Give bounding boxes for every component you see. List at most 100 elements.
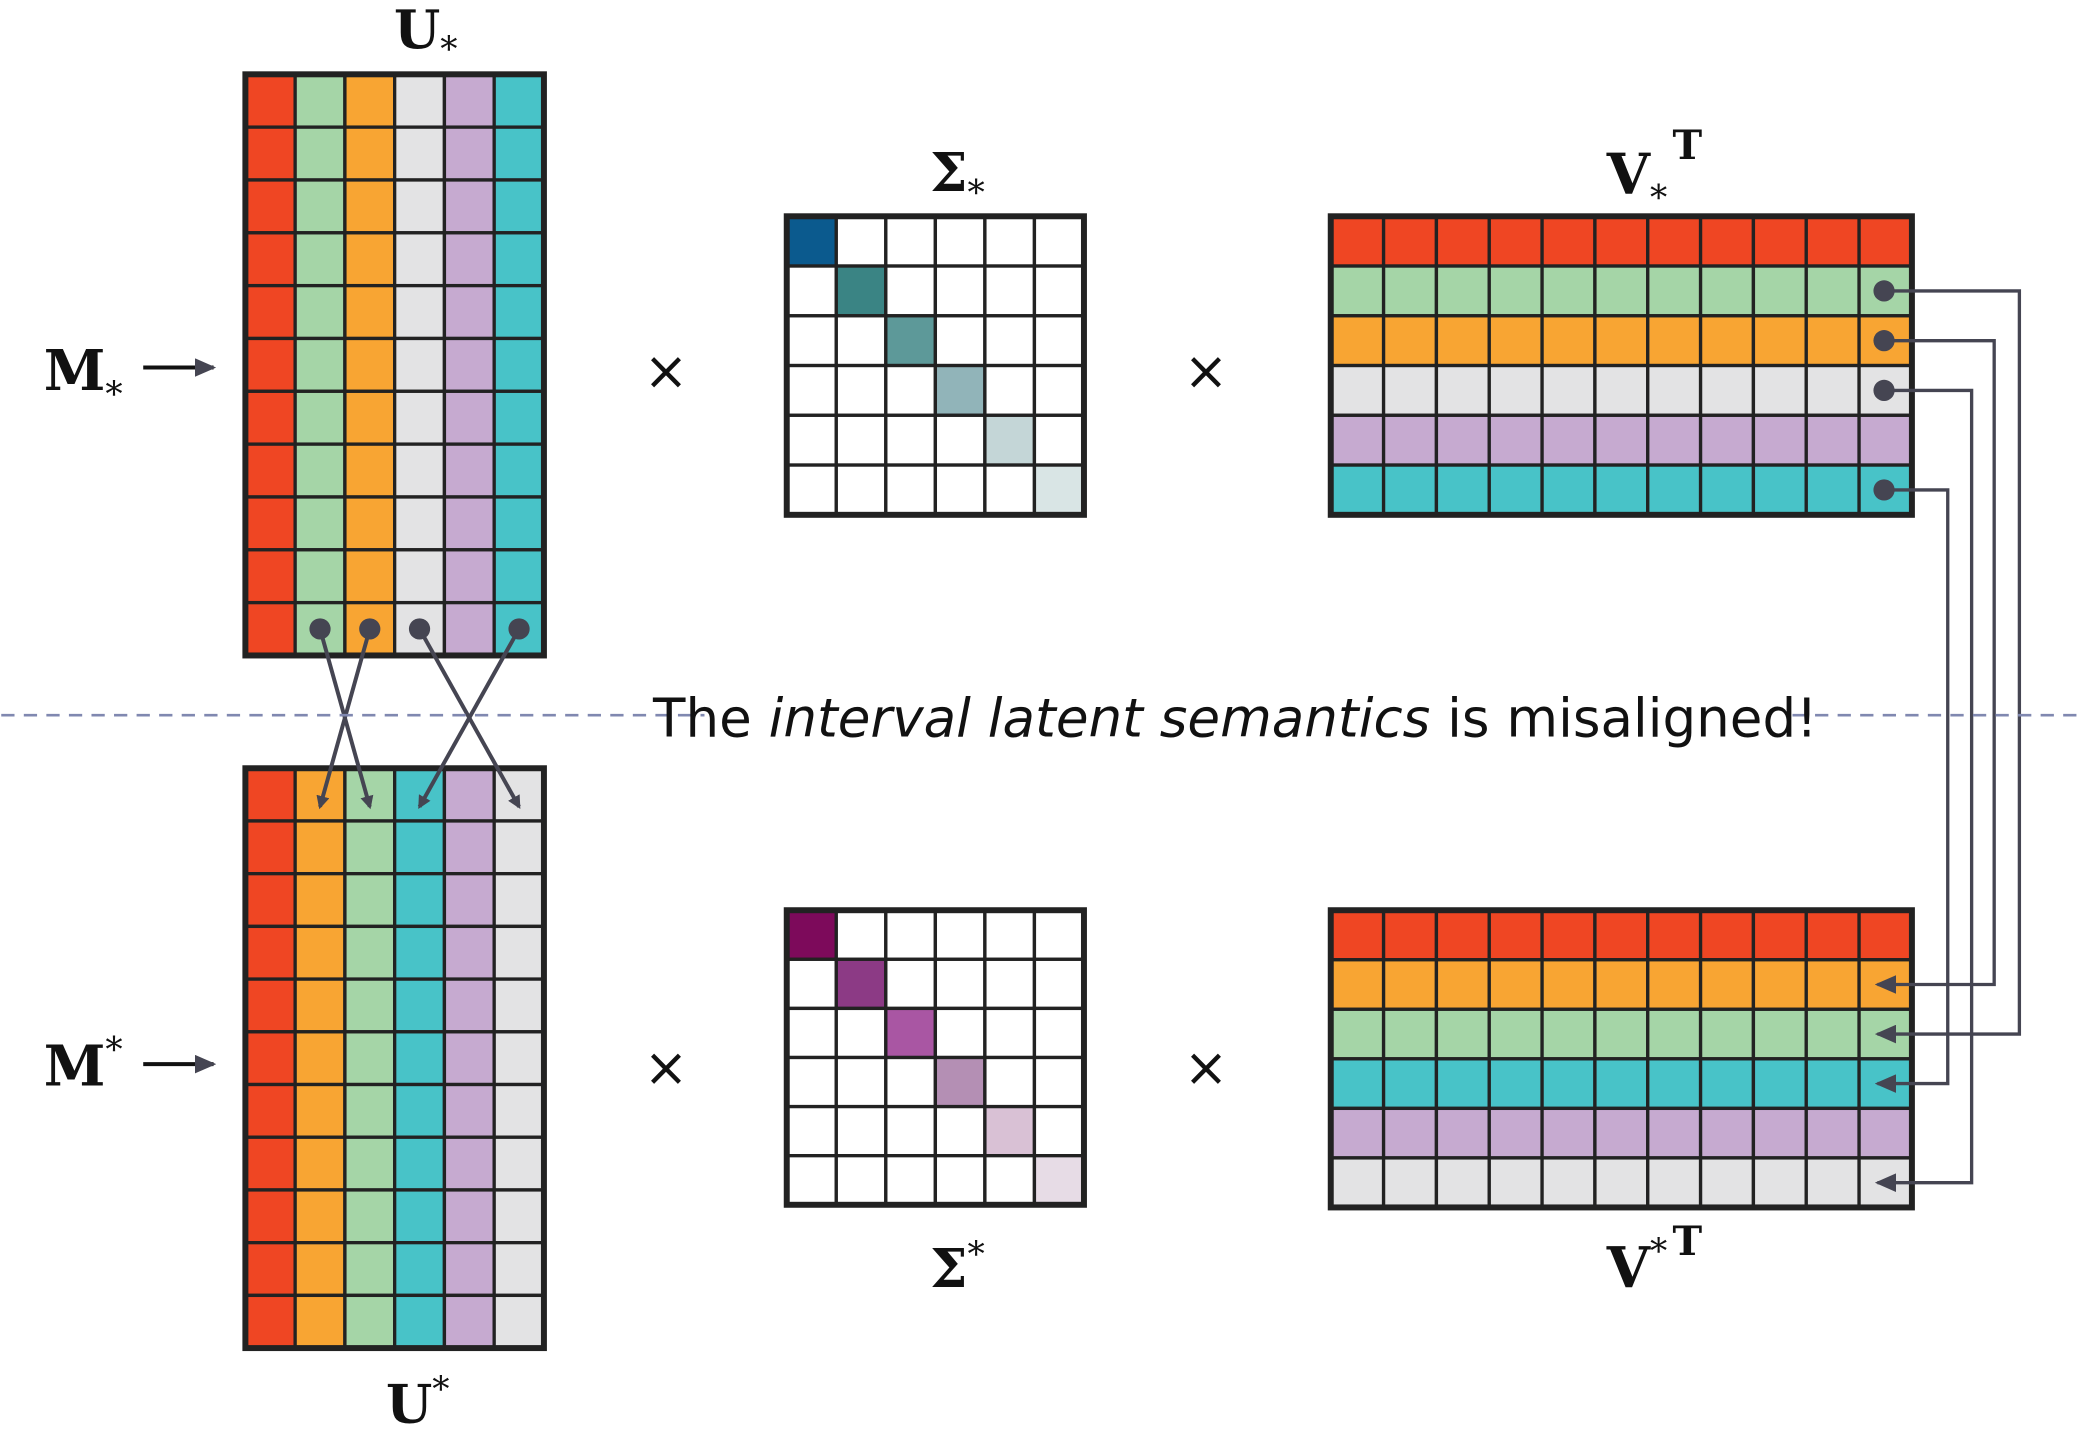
matrix-cell [492,819,546,876]
u-star-sub-label: U* [394,0,458,70]
matrix-cell [492,1082,546,1139]
matrix-cell [492,1030,546,1087]
matrix-cell [492,924,546,981]
matrix-cell [293,72,347,129]
matrix-cell [293,1135,347,1192]
matrix-cell [1434,1156,1491,1210]
matrix-cell [785,1154,838,1207]
matrix-cell [1698,363,1756,417]
matrix-cell [1032,264,1086,318]
matrix-cell [785,957,838,1011]
connector-dot-orange [359,618,381,640]
v-star-sub-transpose-label: V*T [1606,123,1703,218]
matrix-cell [785,1104,838,1158]
matrix-cell [343,1135,397,1192]
matrix-cell [933,264,987,318]
matrix-cell [785,463,838,517]
matrix-border [1327,907,1915,1211]
matrix-cell [933,1154,987,1207]
realign-route-teal [1874,488,1950,1093]
matrix-cell [442,125,496,182]
matrix-cell [1329,363,1386,417]
matrix-cell [884,314,938,368]
matrix-cell [1804,958,1861,1011]
matrix-cell [1329,1156,1386,1210]
matrix-cell [1381,958,1439,1011]
matrix-cell [933,908,987,961]
matrix-cell [243,495,297,552]
matrix-cell [442,389,496,446]
matrix-cell [492,72,546,129]
matrix-cell [1329,1007,1386,1061]
matrix-cell [492,872,546,929]
matrix-cell [243,442,297,499]
matrix-u-star-sub [242,71,547,659]
matrix-cell [1329,1057,1386,1111]
times-operator: × [644,340,688,402]
matrix-cell [293,1030,347,1087]
matrix-cell [1593,214,1650,268]
matrix-cell [343,178,397,235]
matrix-cell [393,178,447,235]
matrix-cell [343,1030,397,1087]
matrix-cell [1804,1057,1861,1111]
matrix-cell [1381,264,1439,318]
matrix-cell [492,977,546,1034]
matrix-cell [1540,264,1597,318]
matrix-cell [1434,1106,1491,1160]
matrix-cell [492,336,546,393]
matrix-cell [785,214,838,268]
matrix-cell [884,1154,938,1207]
matrix-cell [293,1293,347,1350]
matrix-cell [243,819,297,876]
matrix-cell [1857,413,1914,467]
matrix-cell [1032,1104,1086,1158]
matrix-cell [1487,264,1544,318]
matrix-cell [343,1188,397,1245]
matrix-cell [1804,1156,1861,1210]
times-operator: × [1184,340,1228,402]
matrix-cell [1487,1057,1544,1111]
matrix-cell [1646,1057,1703,1111]
matrix-cell [1329,908,1386,962]
matrix-border [242,71,547,659]
matrix-cell [983,214,1037,268]
matrix-cell [1646,363,1703,417]
matrix-cell [442,977,496,1034]
matrix-cell [1646,1007,1703,1061]
matrix-cell [983,463,1037,517]
u-star-sup-label: U* [386,1370,450,1433]
matrix-cell [243,231,297,288]
matrix-cell [243,1188,297,1245]
matrix-cell [1804,1106,1861,1160]
matrix-cell [393,283,447,341]
matrix-cell [243,283,297,341]
matrix-cell [393,72,447,129]
matrix-cell [492,283,546,341]
matrix-cell [933,314,987,368]
matrix-cell [343,72,397,129]
matrix-cell [1434,314,1491,368]
matrix-cell [442,766,496,823]
matrix-cell [1646,314,1703,368]
matrix-cell [1487,214,1544,268]
matrix-cell [1751,214,1808,268]
matrix-cell [983,413,1037,467]
matrix-cell [293,495,347,552]
matrix-cell [243,1240,297,1298]
matrix-cell [1032,314,1086,368]
matrix-cell [1434,1057,1491,1111]
matrix-cell [1751,463,1808,517]
matrix-cell [1032,1154,1086,1207]
matrix-cell [393,336,447,393]
matrix-cell [293,924,347,981]
matrix-cell [243,1293,297,1350]
matrix-cell [1698,463,1756,517]
matrix-cell [1698,264,1756,318]
connector-dot-green [309,618,331,640]
matrix-cell [1487,958,1544,1011]
connector-dot-orange [1873,330,1895,352]
matrix-cell [884,214,938,268]
matrix-cell [1751,1007,1808,1061]
matrix-cell [884,908,938,961]
